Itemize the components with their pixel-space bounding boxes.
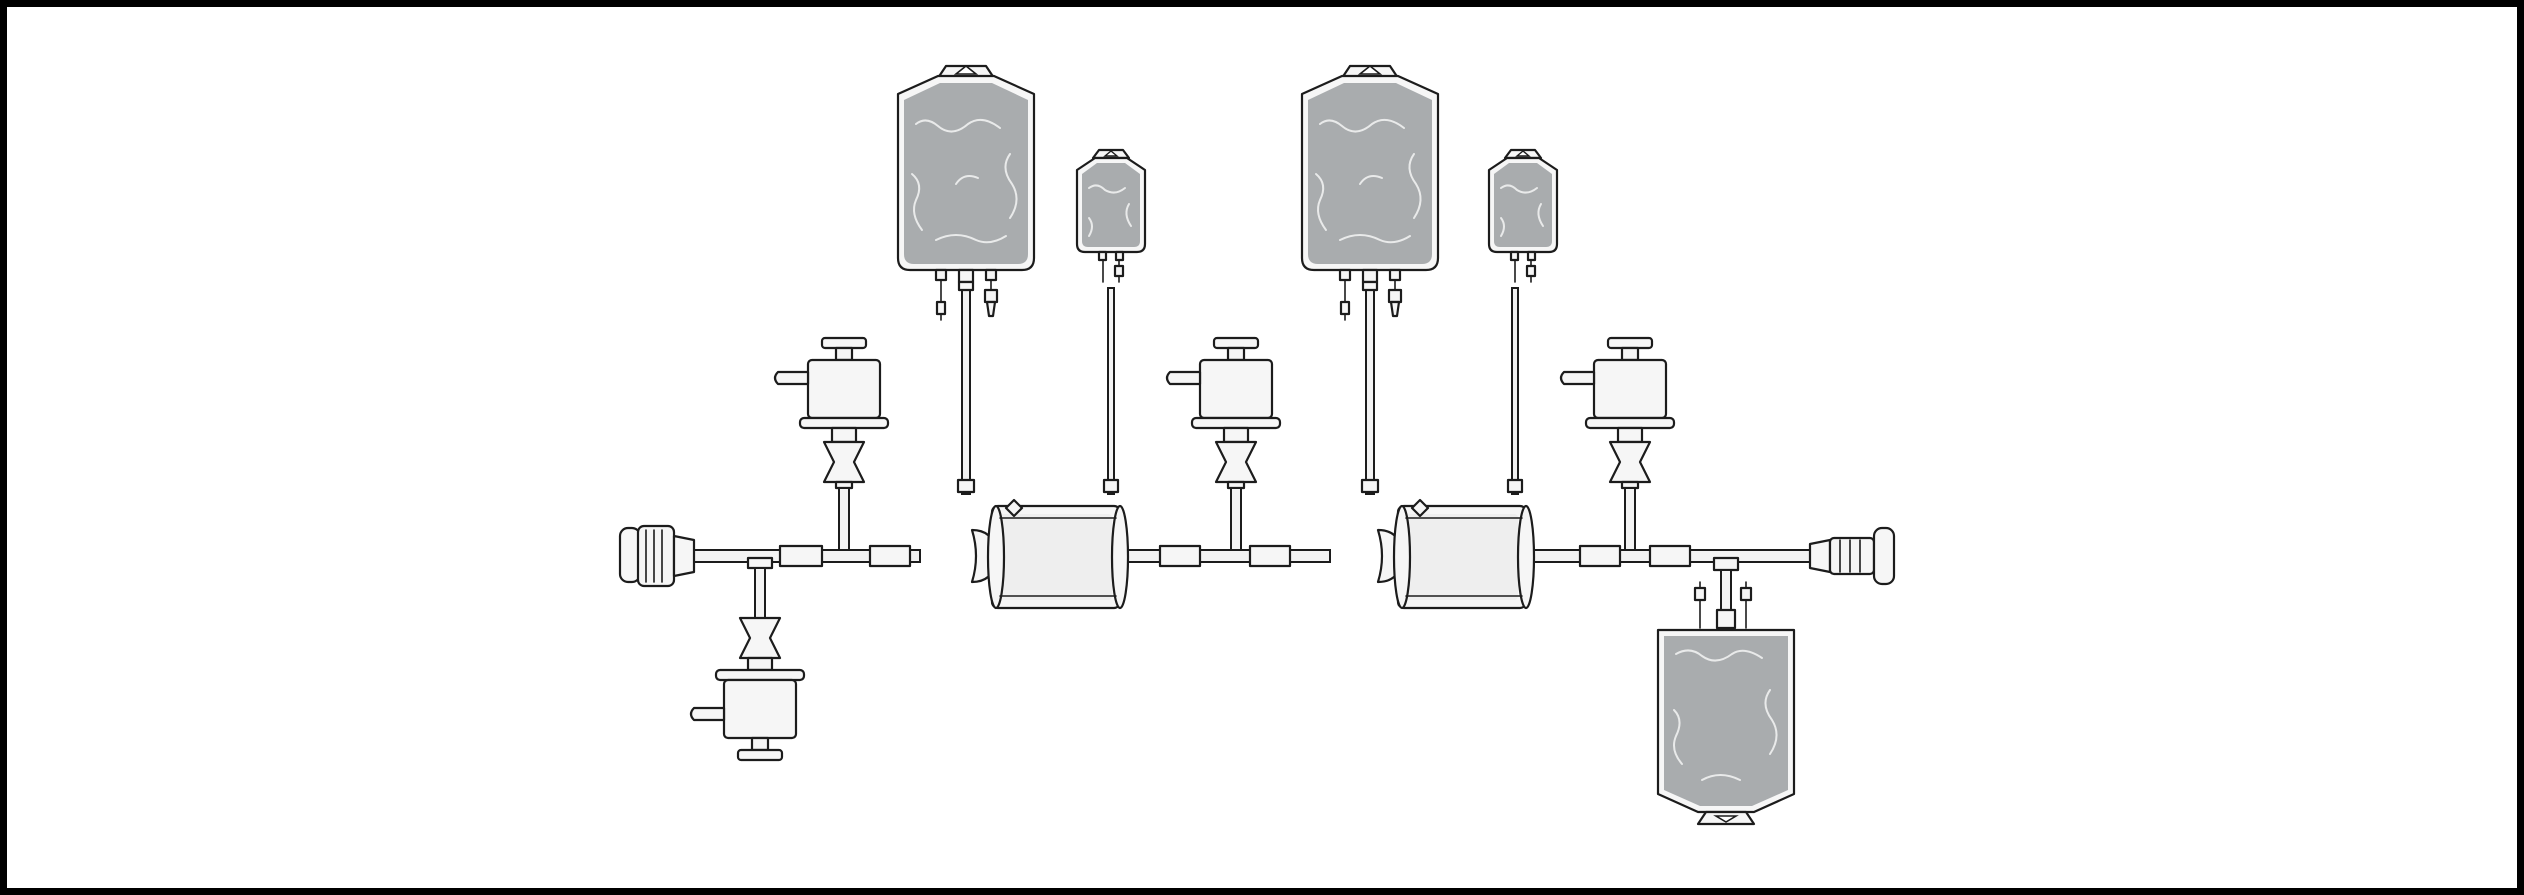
filter-cartridge-icon [1376, 498, 1536, 610]
left-luer-connector-icon [618, 524, 696, 588]
bag-lines [956, 287, 1524, 495]
stopcock-valve-icon [773, 336, 890, 552]
small-fluid-bag-icon [1075, 148, 1147, 284]
fluid-bag-icon [1300, 64, 1440, 322]
fluid-circuit-diagram [618, 64, 1896, 826]
filter-cartridge-icon [970, 498, 1130, 610]
fluid-bag-icon [896, 64, 1036, 322]
stopcock-valve-icon [689, 556, 806, 762]
collection-bag-icon [1656, 556, 1796, 826]
right-luer-connector-icon [1808, 526, 1896, 586]
stopcock-valve-icon [1165, 336, 1282, 552]
small-fluid-bag-icon [1487, 148, 1559, 284]
stopcock-valve-icon [1559, 336, 1676, 552]
main-tube-line [689, 544, 1821, 568]
